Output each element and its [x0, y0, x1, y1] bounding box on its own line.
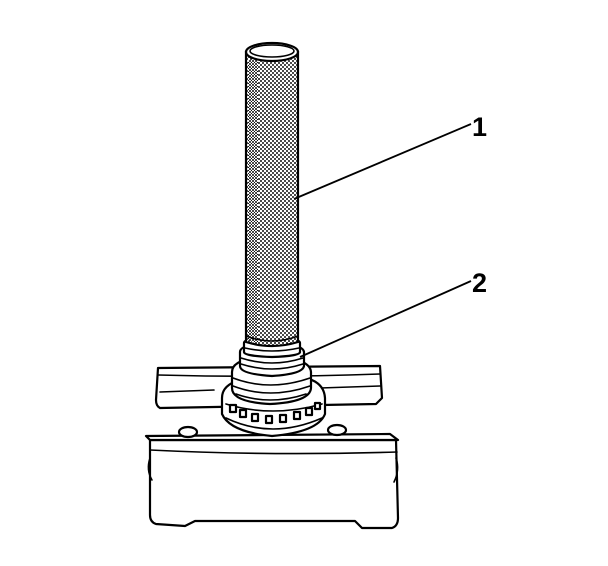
callout-2: 2: [472, 268, 487, 298]
fixture-base: [144, 423, 400, 530]
leader-line-2: [299, 280, 472, 358]
plate-notches: [228, 401, 322, 425]
tube: [244, 41, 300, 348]
seal-collar: [230, 335, 313, 406]
leader-line-1: [293, 123, 472, 200]
callout-1: 1: [472, 112, 487, 142]
